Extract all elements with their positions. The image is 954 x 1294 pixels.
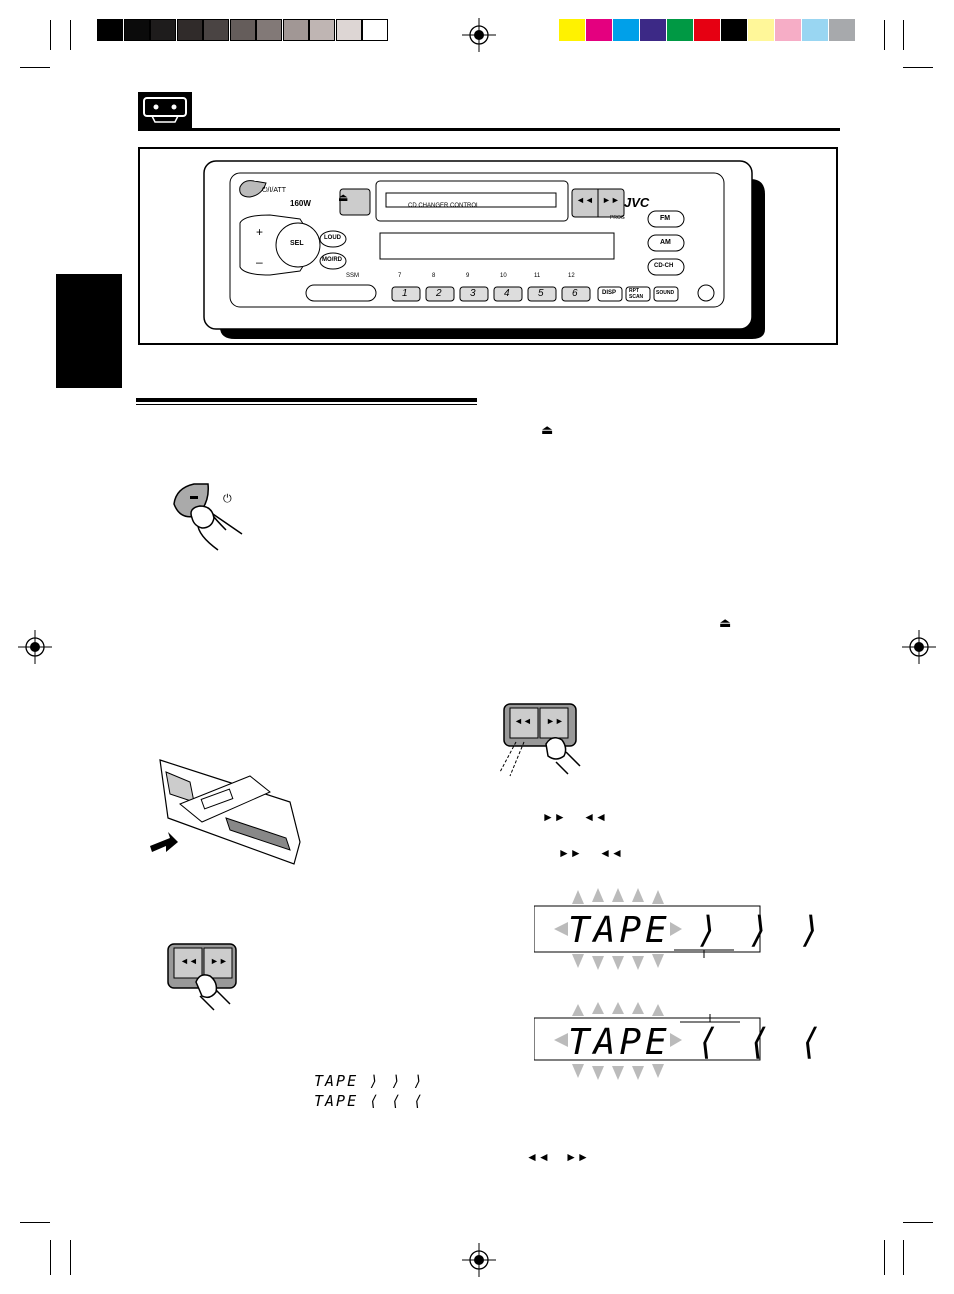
crop-mark	[884, 20, 885, 50]
rpt-scan-button[interactable]: RPT SCAN	[629, 288, 644, 300]
crop-mark	[884, 1240, 885, 1275]
volume-minus-label: –	[256, 255, 263, 269]
ff-rew-hand-illustration-right	[499, 703, 581, 777]
preset-buttons: 1 2 3 4 5 6	[392, 287, 592, 301]
upper-preset-label: 11	[534, 273, 541, 279]
upper-preset-label: 8	[432, 273, 436, 279]
color-swatch	[613, 19, 639, 41]
gray-swatch	[309, 19, 335, 41]
cassette-header-icon	[138, 92, 192, 130]
color-swatch	[586, 19, 612, 41]
eject-icon: ⏏	[719, 615, 732, 630]
prog-label: PROG	[610, 215, 625, 221]
lcd-text-rewind: TAPE ⟨ ⟨ ⟨	[568, 1022, 825, 1063]
color-swatch	[559, 19, 585, 41]
rew-ff-symbols: ◄◄ ►►	[526, 1150, 589, 1164]
gray-swatch	[123, 19, 150, 41]
gray-swatch	[362, 19, 388, 41]
crop-mark	[70, 1240, 71, 1275]
color-swatch	[775, 19, 801, 41]
disp-button[interactable]: DISP	[602, 290, 617, 296]
slot-label: CD CHANGER CONTROL	[408, 203, 480, 209]
ssm-label: SSM	[346, 273, 360, 279]
eject-icon: ⏏	[541, 422, 554, 437]
gray-swatch	[282, 19, 309, 41]
watt-label: 160W	[290, 199, 311, 208]
rewind-icon: ◄◄	[180, 956, 198, 966]
upper-preset-label: 9	[466, 273, 470, 279]
registration-mark	[462, 1243, 496, 1277]
preset-button-5[interactable]: 5	[538, 288, 544, 299]
gray-swatch	[203, 19, 229, 41]
crop-mark	[903, 1240, 904, 1275]
lcd-display-rewind	[534, 1002, 761, 1080]
power-icon: ⏻	[223, 492, 232, 505]
am-button[interactable]: AM	[660, 239, 671, 246]
fm-button[interactable]: FM	[660, 215, 671, 222]
gray-swatch	[229, 19, 256, 41]
gray-swatch	[256, 19, 282, 41]
cd-ch-button[interactable]: CD-CH	[654, 263, 674, 269]
power-button-hand-illustration	[173, 483, 243, 551]
crop-mark	[903, 20, 904, 50]
eject-icon[interactable]: ⏏	[338, 192, 349, 204]
power-att-label: ⏻/I/ATT	[262, 187, 287, 194]
control-panel-figure: ⏏ ◄◄ ►► JVC ⏻/I/ATT 160W + – SEL LOUD MO…	[138, 147, 838, 345]
gray-swatch	[150, 19, 176, 41]
gray-swatch	[176, 19, 203, 41]
ff-rew-symbols: ►► ◄◄	[558, 846, 623, 860]
color-swatch	[640, 19, 666, 41]
registration-mark	[902, 630, 936, 664]
upper-preset-labels: 7 8 9 10 11 12	[398, 273, 598, 283]
tape-display-forward: TAPE ⟩ ⟩ ⟩	[314, 1072, 425, 1090]
car-stereo-faceplate	[203, 160, 765, 339]
color-swatch	[748, 19, 774, 41]
tape-display-rewind: TAPE ⟨ ⟨ ⟨	[314, 1092, 425, 1110]
gray-swatch	[335, 19, 362, 41]
fast-forward-icon[interactable]: ►►	[602, 195, 620, 205]
sound-button[interactable]: SOUND	[656, 290, 675, 296]
lcd-text-forward: TAPE ⟩ ⟩ ⟩	[568, 910, 825, 951]
preset-button-3[interactable]: 3	[470, 288, 476, 299]
crop-mark	[903, 67, 933, 68]
crop-mark	[50, 20, 51, 50]
ff-rew-hand-illustration	[167, 943, 237, 1011]
preset-button-4[interactable]: 4	[504, 288, 510, 299]
fast-forward-icon: ►►	[546, 716, 564, 726]
preset-button-1[interactable]: 1	[402, 288, 408, 299]
lcd-display-forward	[534, 888, 761, 970]
section-rule	[136, 398, 477, 402]
crop-mark	[20, 67, 50, 68]
crop-mark	[50, 1240, 51, 1275]
mono-button[interactable]: MO/RD	[322, 257, 342, 263]
preset-button-6[interactable]: 6	[572, 288, 578, 299]
ff-rew-symbols: ►► ◄◄	[542, 810, 607, 824]
rewind-icon: ◄◄	[514, 716, 532, 726]
color-swatch	[667, 19, 693, 41]
brand-logo: JVC	[624, 195, 650, 210]
gray-swatch	[97, 19, 123, 41]
upper-preset-label: 10	[500, 273, 507, 279]
preset-button-2[interactable]: 2	[436, 288, 442, 299]
crop-mark	[70, 20, 71, 50]
section-rule	[136, 404, 477, 405]
registration-mark	[18, 630, 52, 664]
language-side-tab	[56, 274, 122, 388]
color-swatch	[802, 19, 828, 41]
crop-mark	[20, 1222, 50, 1223]
color-swatch	[694, 19, 720, 41]
upper-preset-label: 12	[568, 273, 575, 279]
crop-mark	[903, 1222, 933, 1223]
color-swatch	[829, 19, 855, 41]
volume-plus-label: +	[256, 225, 264, 239]
sel-button[interactable]: SEL	[290, 240, 304, 247]
fast-forward-icon: ►►	[210, 956, 228, 966]
cassette-insert-illustration	[150, 759, 301, 865]
loud-button[interactable]: LOUD	[324, 235, 341, 241]
rewind-icon[interactable]: ◄◄	[576, 195, 594, 205]
registration-mark	[462, 18, 496, 52]
upper-preset-label: 7	[398, 273, 402, 279]
color-swatch	[721, 19, 747, 41]
header-rule	[138, 128, 840, 131]
